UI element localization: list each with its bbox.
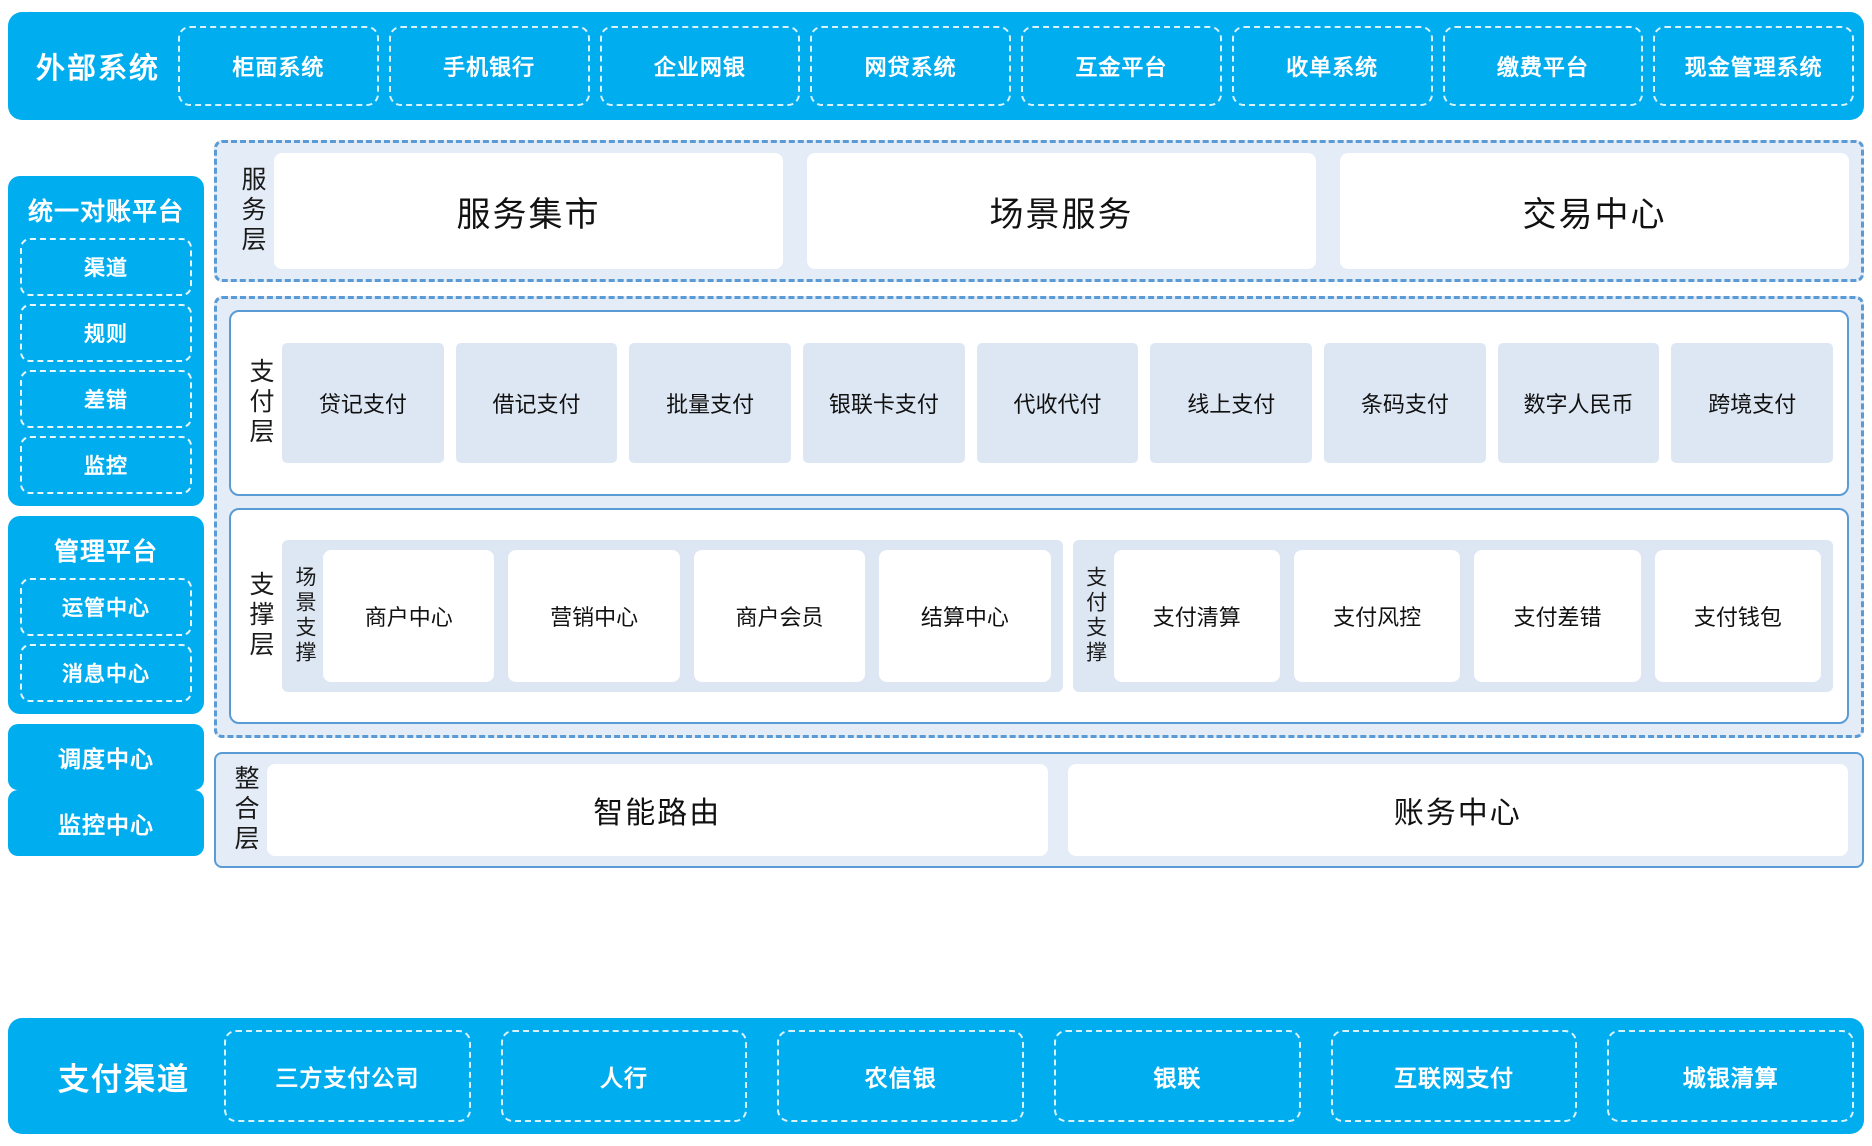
payment-layer-item[interactable]: 条码支付 [1324, 343, 1486, 463]
management-item[interactable]: 运管中心 [20, 578, 192, 636]
payment-layer: 支付层 贷记支付借记支付批量支付银联卡支付代收代付线上支付条码支付数字人民币跨境… [229, 310, 1849, 496]
sidebar: 统一对账平台 渠道规则差错监控 管理平台 运管中心消息中心 调度中心监控中心 [8, 176, 204, 856]
reconciliation-item[interactable]: 差错 [20, 370, 192, 428]
service-layer-card-list: 服务集市场景服务交易中心 [274, 153, 1849, 269]
reconciliation-item[interactable]: 渠道 [20, 238, 192, 296]
payment-layer-item-list: 贷记支付借记支付批量支付银联卡支付代收代付线上支付条码支付数字人民币跨境支付 [282, 343, 1834, 463]
reconciliation-item-list: 渠道规则差错监控 [20, 238, 192, 494]
support-group-card-list: 商户中心营销中心商户会员结算中心 [323, 550, 1051, 682]
external-systems-bar: 外部系统 柜面系统手机银行企业网银网贷系统互金平台收单系统缴费平台现金管理系统 [8, 12, 1864, 120]
support-group-label: 支付支撑 [1083, 566, 1107, 666]
payment-layer-item[interactable]: 批量支付 [629, 343, 792, 463]
service-layer-card[interactable]: 交易中心 [1340, 153, 1849, 269]
service-layer: 服务层 服务集市场景服务交易中心 [214, 140, 1864, 282]
payment-layer-item[interactable]: 线上支付 [1150, 343, 1313, 463]
sidebar-standalone-list: 调度中心监控中心 [8, 724, 204, 856]
integration-layer-label: 整合层 [231, 765, 259, 855]
external-system-tile[interactable]: 互金平台 [1021, 26, 1222, 106]
support-layer-card[interactable]: 结算中心 [879, 550, 1051, 682]
payment-channel-tile[interactable]: 城银清算 [1607, 1030, 1855, 1122]
integration-layer-card-list: 智能路由账务中心 [267, 764, 1848, 856]
payment-layer-item[interactable]: 代收代付 [976, 343, 1139, 463]
payment-layer-label: 支付层 [246, 358, 274, 448]
sidebar-group-management: 管理平台 运管中心消息中心 [8, 516, 204, 714]
reconciliation-platform-title: 统一对账平台 [27, 198, 184, 226]
support-group: 场景支撑商户中心营销中心商户会员结算中心 [282, 540, 1063, 692]
support-group: 支付支撑支付清算支付风控支付差错支付钱包 [1072, 540, 1833, 692]
support-group-label: 场景支撑 [293, 566, 316, 666]
platform-layers: 服务层 服务集市场景服务交易中心 支付层 贷记支付借记支付批量支付银联卡支付代收… [214, 140, 1864, 868]
payment-channels-bar: 支付渠道 三方支付公司人行农信银银联互联网支付城银清算 [8, 1018, 1864, 1134]
integration-layer-card[interactable]: 账务中心 [1067, 764, 1848, 856]
service-layer-label: 服务层 [238, 166, 266, 256]
external-system-tile[interactable]: 手机银行 [388, 26, 590, 106]
payment-layer-item[interactable]: 跨境支付 [1671, 343, 1834, 463]
support-layer-card[interactable]: 支付清算 [1113, 550, 1280, 682]
external-system-tile[interactable]: 收单系统 [1231, 26, 1433, 106]
integration-layer: 整合层 智能路由账务中心 [214, 752, 1864, 868]
external-systems-title: 外部系统 [36, 53, 161, 85]
external-system-tile[interactable]: 缴费平台 [1442, 26, 1644, 106]
external-systems-tile-list: 柜面系统手机银行企业网银网贷系统互金平台收单系统缴费平台现金管理系统 [178, 12, 1855, 120]
support-layer-card[interactable]: 营销中心 [508, 550, 680, 682]
external-system-tile[interactable]: 网贷系统 [810, 26, 1012, 106]
payment-channel-tile[interactable]: 农信银 [777, 1030, 1025, 1122]
management-item-list: 运管中心消息中心 [20, 578, 192, 702]
service-layer-card[interactable]: 服务集市 [274, 153, 783, 269]
support-group-card-list: 支付清算支付风控支付差错支付钱包 [1113, 550, 1821, 682]
support-layer-group-list: 场景支撑商户中心营销中心商户会员结算中心支付支撑支付清算支付风控支付差错支付钱包 [282, 540, 1833, 692]
payment-layer-item[interactable]: 贷记支付 [282, 343, 444, 463]
payment-layer-item[interactable]: 数字人民币 [1497, 343, 1660, 463]
reconciliation-item[interactable]: 规则 [20, 304, 192, 362]
payment-channel-tile[interactable]: 三方支付公司 [224, 1030, 471, 1122]
sidebar-standalone-item[interactable]: 监控中心 [8, 790, 204, 856]
core-layers-group: 支付层 贷记支付借记支付批量支付银联卡支付代收代付线上支付条码支付数字人民币跨境… [214, 296, 1864, 738]
payment-channel-tile[interactable]: 互联网支付 [1330, 1030, 1578, 1122]
external-system-tile[interactable]: 企业网银 [599, 26, 801, 106]
payment-layer-item[interactable]: 银联卡支付 [803, 343, 965, 463]
payment-layer-item[interactable]: 借记支付 [455, 343, 618, 463]
sidebar-standalone-item[interactable]: 调度中心 [8, 724, 204, 790]
payment-channel-tile[interactable]: 银联 [1054, 1030, 1301, 1122]
support-layer-card[interactable]: 商户中心 [323, 550, 495, 682]
management-platform-title: 管理平台 [53, 538, 158, 566]
support-layer-card[interactable]: 支付钱包 [1654, 550, 1821, 682]
integration-layer-card[interactable]: 智能路由 [267, 764, 1048, 856]
payment-channel-tile[interactable]: 人行 [500, 1030, 748, 1122]
management-item[interactable]: 消息中心 [20, 644, 192, 702]
support-layer-card[interactable]: 支付风控 [1293, 550, 1461, 682]
support-layer-label: 支撑层 [246, 571, 274, 661]
external-system-tile[interactable]: 现金管理系统 [1653, 26, 1855, 106]
external-system-tile[interactable]: 柜面系统 [178, 26, 379, 106]
support-layer: 支撑层 场景支撑商户中心营销中心商户会员结算中心支付支撑支付清算支付风控支付差错… [229, 508, 1849, 724]
service-layer-card[interactable]: 场景服务 [807, 153, 1316, 269]
support-layer-card[interactable]: 商户会员 [693, 550, 866, 682]
reconciliation-item[interactable]: 监控 [20, 436, 192, 494]
payment-channels-title: 支付渠道 [58, 1061, 190, 1097]
sidebar-group-reconciliation: 统一对账平台 渠道规则差错监控 [8, 176, 204, 506]
payment-channels-tile-list: 三方支付公司人行农信银银联互联网支付城银清算 [224, 1018, 1855, 1134]
support-layer-card[interactable]: 支付差错 [1474, 550, 1641, 682]
